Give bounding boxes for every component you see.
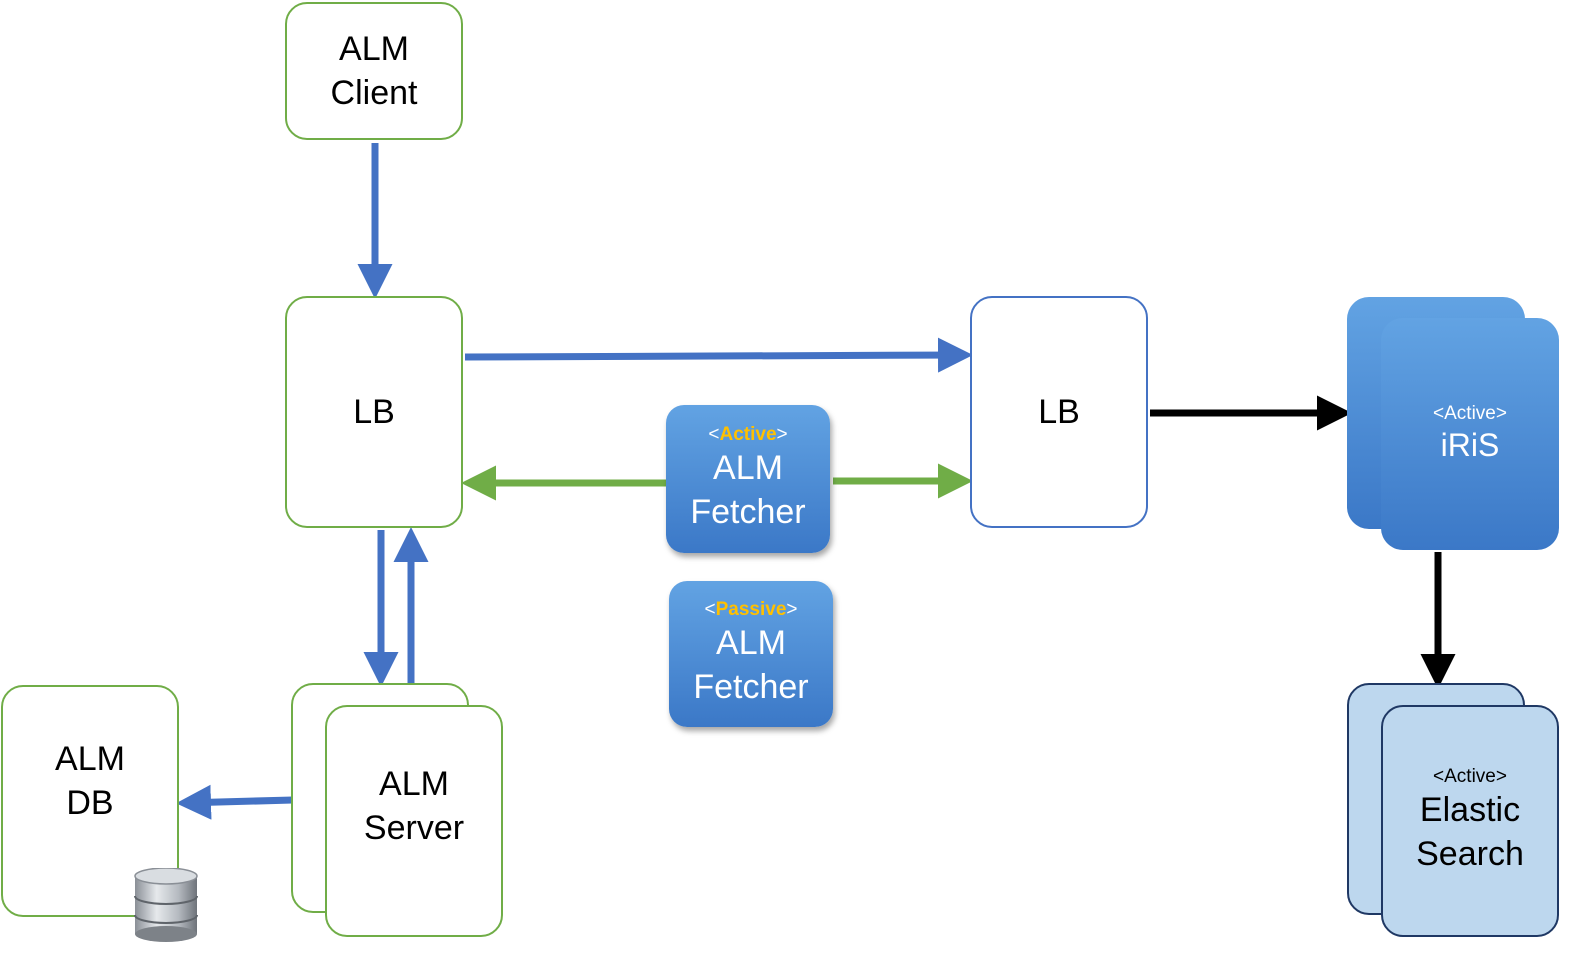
lb-right-node: LB: [970, 296, 1148, 528]
elastic-line-1: Elastic: [1419, 791, 1521, 829]
iris-tag: <Active>: [1433, 403, 1507, 424]
fetcher-active-tag-close: >: [776, 424, 788, 445]
alm-client-node: ALM Client: [285, 2, 463, 140]
fetcher-passive-line-1: ALM: [716, 624, 786, 662]
fetcher-active-label: ALM Fetcher: [690, 446, 805, 534]
iris-node: <Active> iRiS: [1381, 318, 1559, 550]
fetcher-active-line-1: ALM: [713, 449, 783, 487]
fetcher-active-tag-open: <: [708, 424, 720, 445]
fetcher-passive-line-2: Fetcher: [693, 668, 809, 706]
elastic-line-2: Search: [1416, 835, 1524, 873]
alm-fetcher-passive-node: <Passive> ALM Fetcher: [669, 581, 833, 727]
elastic-tag: <Active>: [1433, 766, 1507, 787]
alm-server-label: ALM Server: [364, 762, 464, 850]
fetcher-active-state: Active: [719, 424, 777, 445]
alm-client-line-2: Client: [330, 74, 418, 112]
fetcher-active-tag: <Active>: [708, 424, 787, 446]
fetcher-passive-label: ALM Fetcher: [693, 621, 808, 709]
fetcher-passive-tag-open: <: [704, 599, 716, 620]
fetcher-active-line-2: Fetcher: [690, 493, 806, 531]
elastic-node: <Active> Elastic Search: [1381, 705, 1559, 937]
alm-server-line-2: Server: [363, 809, 465, 847]
arrow-lb-to-lb-right: [464, 337, 973, 373]
alm-client-label: ALM Client: [331, 27, 418, 115]
alm-server-line-1: ALM: [379, 765, 449, 803]
alm-server-node: ALM Server: [325, 705, 503, 937]
database-icon: [134, 868, 198, 942]
alm-fetcher-active-node: <Active> ALM Fetcher: [666, 405, 830, 553]
alm-client-line-1: ALM: [339, 30, 409, 68]
fetcher-passive-tag-close: >: [786, 599, 798, 620]
fetcher-passive-state: Passive: [715, 599, 787, 620]
lb-left-label: LB: [353, 393, 395, 431]
fetcher-passive-tag: <Passive>: [704, 599, 797, 621]
iris-label: iRiS: [1440, 427, 1500, 463]
elastic-label: Elastic Search: [1416, 788, 1524, 876]
alm-db-line-1: ALM: [55, 740, 125, 778]
arrow-server-to-db: [176, 784, 294, 820]
alm-db-label: ALM DB: [55, 737, 125, 825]
alm-db-line-2: DB: [66, 784, 114, 822]
lb-left-node: LB: [285, 296, 463, 528]
alm-db-node: ALM DB: [1, 685, 179, 917]
lb-right-label: LB: [1038, 393, 1080, 431]
